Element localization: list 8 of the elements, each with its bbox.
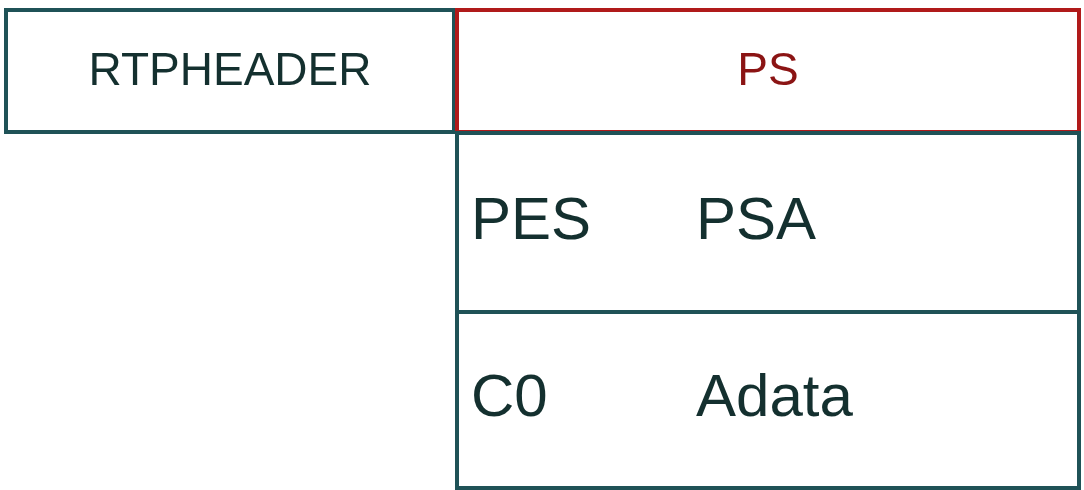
header-box — [455, 8, 1081, 134]
field-label: Adata — [696, 363, 853, 429]
field-label: PSA — [696, 185, 817, 252]
header-label: RTPHEADER — [87, 43, 373, 95]
field-label: PES — [471, 185, 592, 252]
header-label: PS — [736, 43, 800, 95]
field-label: C0 — [471, 363, 548, 429]
header-box — [4, 8, 456, 134]
